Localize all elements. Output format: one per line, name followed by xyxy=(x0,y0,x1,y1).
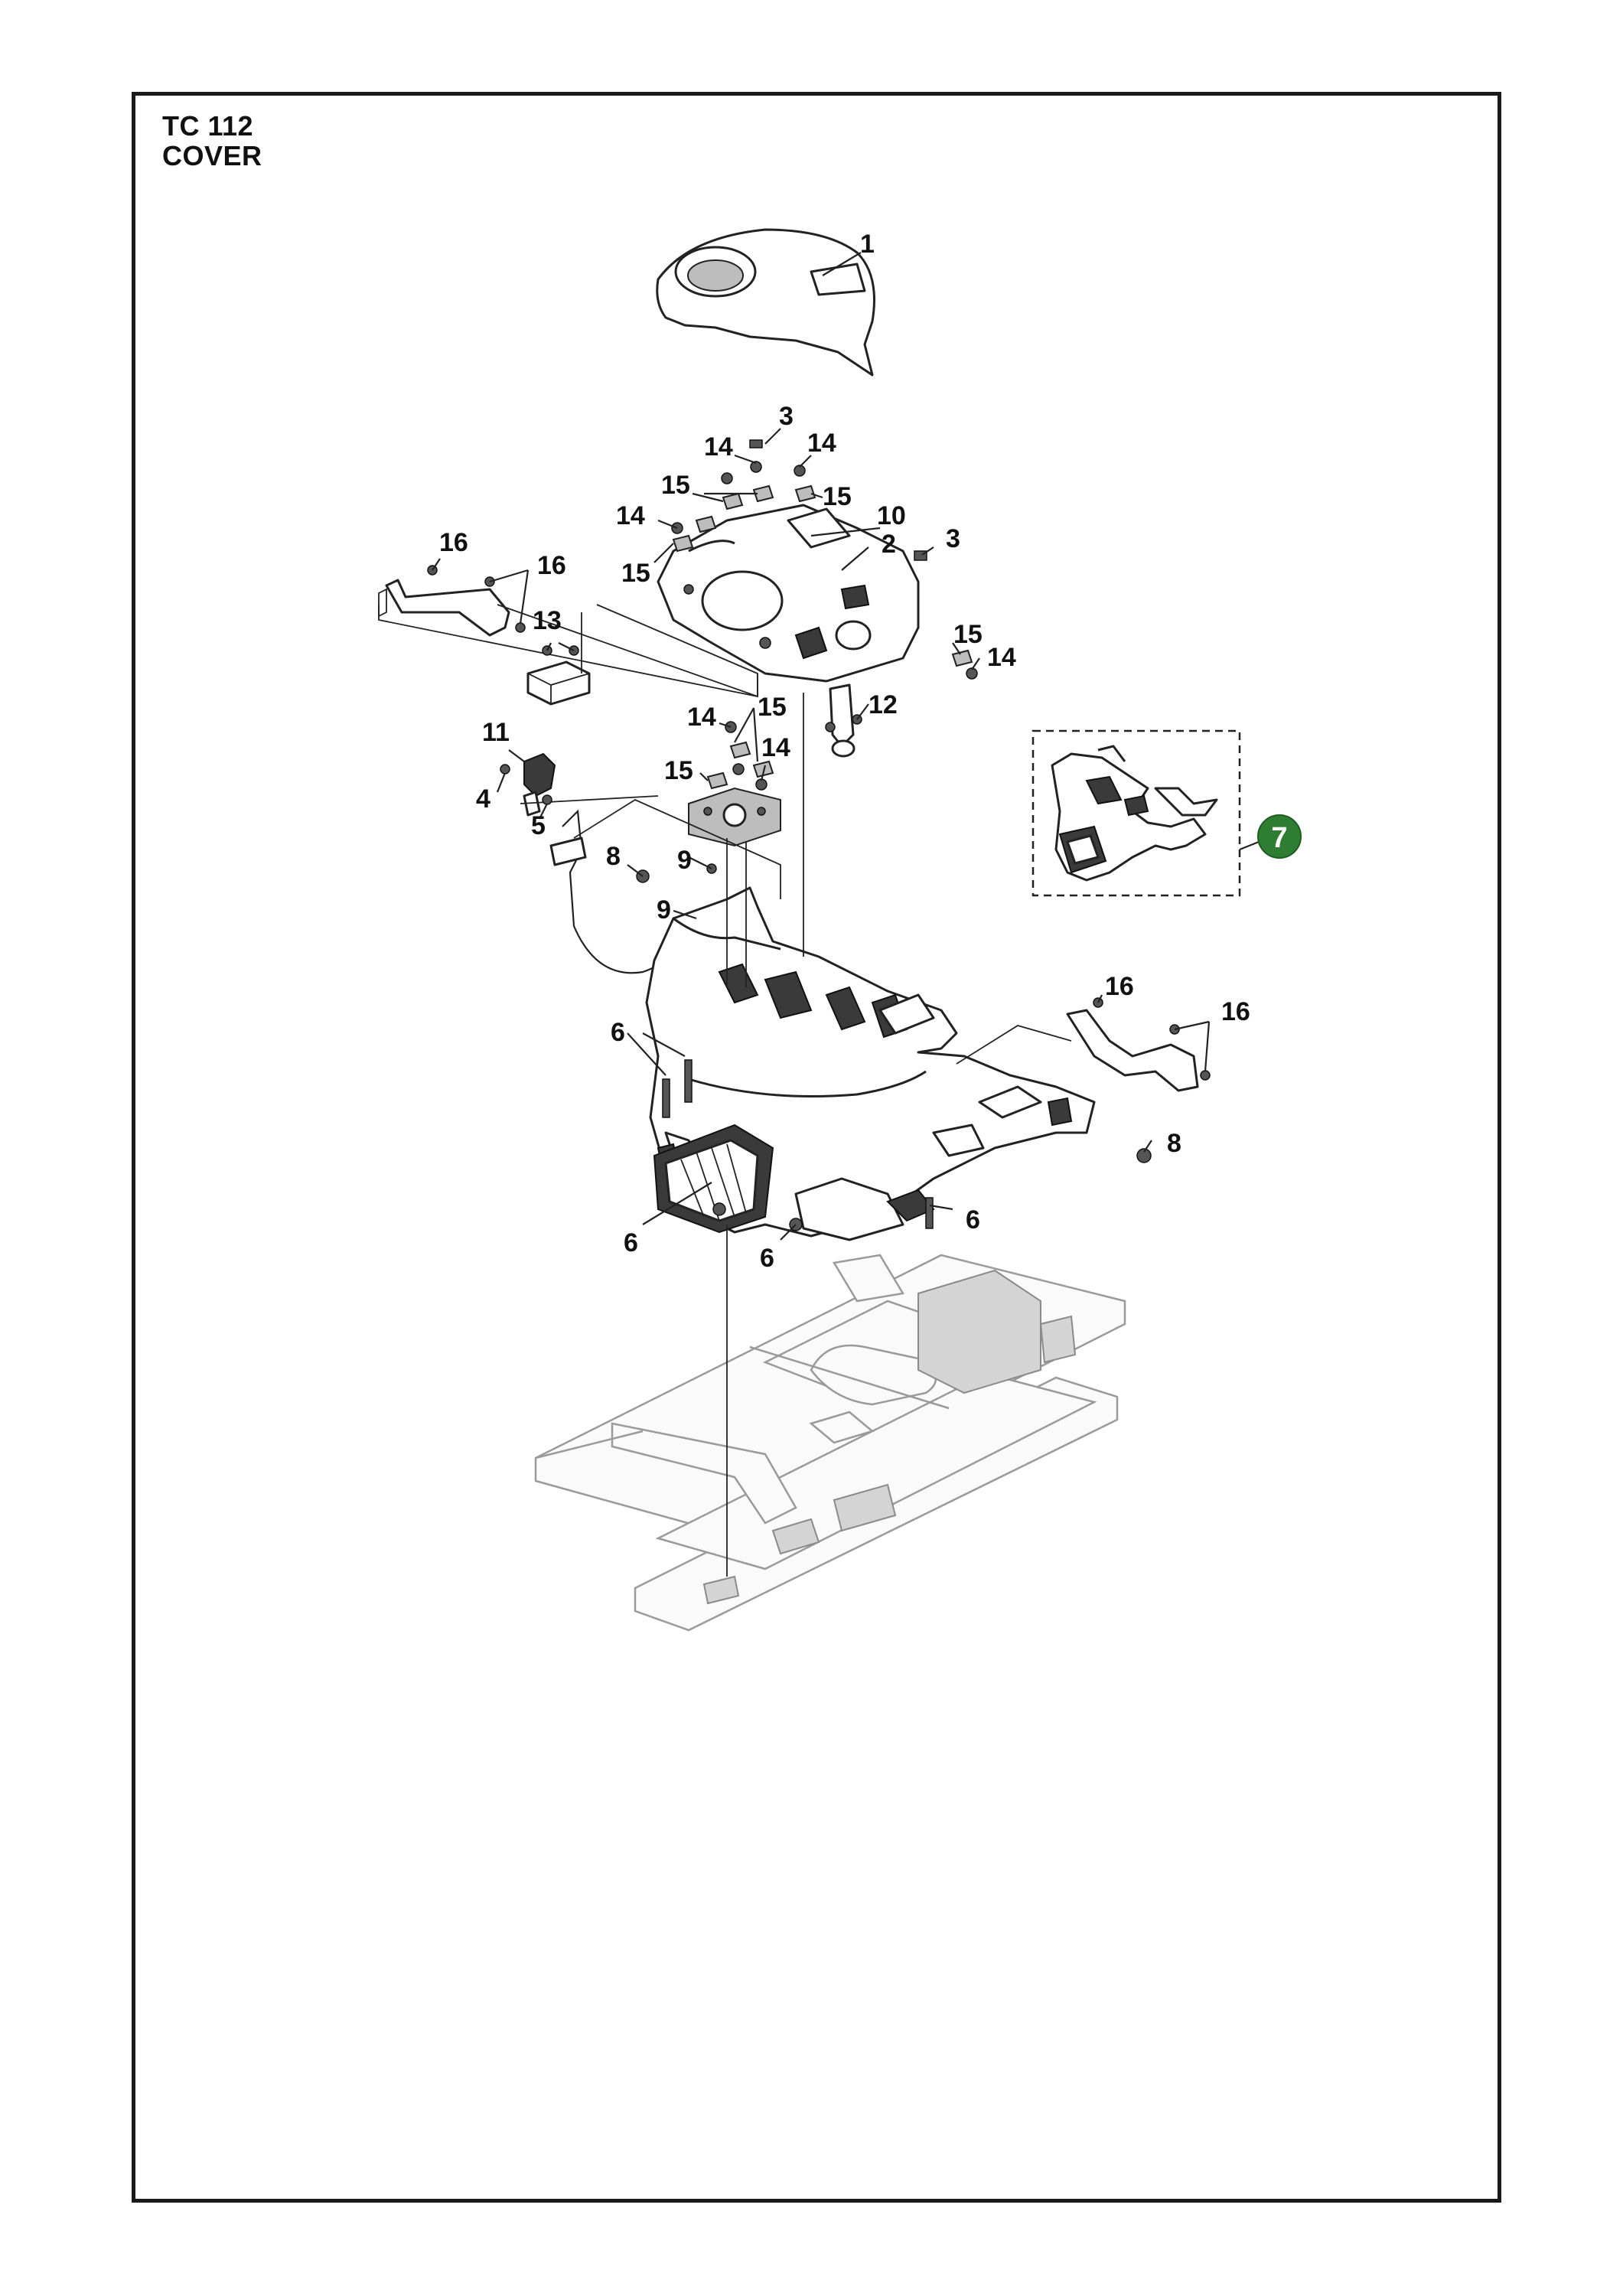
part-2-upper-console xyxy=(657,504,920,683)
part-7-lower-body xyxy=(645,886,1096,1241)
part-5-cable xyxy=(549,809,674,974)
callout-16: 16 xyxy=(439,528,468,557)
callout-15: 15 xyxy=(953,620,983,649)
assembly-7-badge-label: 7 xyxy=(1271,822,1287,854)
part-11-switch xyxy=(523,752,556,817)
callout-15: 15 xyxy=(664,756,693,785)
diagram-title-name: COVER xyxy=(162,140,262,171)
callout-16: 16 xyxy=(1221,997,1250,1026)
callout-13: 13 xyxy=(533,606,562,635)
part-16-trim-right xyxy=(1066,1009,1199,1092)
callout-8: 8 xyxy=(606,842,621,871)
part-1-top-cover xyxy=(656,228,875,377)
callout-9: 9 xyxy=(657,895,671,925)
drawing-border xyxy=(132,92,1501,2203)
callout-4: 4 xyxy=(476,784,490,814)
callout-15: 15 xyxy=(758,693,787,722)
part-13-module xyxy=(526,660,591,706)
callout-3: 3 xyxy=(946,524,960,553)
callout-10: 10 xyxy=(877,501,906,530)
callout-14: 14 xyxy=(761,733,790,762)
chassis-frame-ghost xyxy=(534,1254,1126,1632)
part-16-trim-left xyxy=(378,579,510,637)
callout-2: 2 xyxy=(882,530,896,559)
callout-12: 12 xyxy=(869,690,898,719)
diagram-title-code: TC 112 xyxy=(162,110,254,142)
callout-14: 14 xyxy=(807,429,836,458)
callout-14: 14 xyxy=(704,432,733,461)
callout-labels: 1 3 14 14 15 15 14 10 2 3 15 16 16 13 15… xyxy=(439,230,1250,1273)
part-hub-plate xyxy=(688,787,781,847)
callout-6: 6 xyxy=(611,1018,625,1047)
callout-1: 1 xyxy=(860,230,875,259)
callout-15: 15 xyxy=(661,471,690,500)
callout-14: 14 xyxy=(687,703,716,732)
assembly-inset-7: 7 xyxy=(1031,729,1302,897)
callout-14: 14 xyxy=(616,501,645,530)
part-12-bracket xyxy=(829,683,855,758)
callout-8: 8 xyxy=(1167,1129,1181,1158)
assembly-7-badge xyxy=(1257,814,1302,859)
callout-5: 5 xyxy=(531,811,546,840)
assembly-lines xyxy=(378,604,1072,1577)
callout-leaders xyxy=(432,428,1211,1241)
callout-6: 6 xyxy=(624,1228,638,1257)
callout-15: 15 xyxy=(823,482,852,511)
callout-15: 15 xyxy=(621,559,650,588)
callout-11: 11 xyxy=(482,718,510,747)
callout-3: 3 xyxy=(779,402,794,431)
callout-6: 6 xyxy=(966,1205,980,1234)
callout-16: 16 xyxy=(537,551,566,580)
callout-9: 9 xyxy=(677,846,692,875)
callout-6: 6 xyxy=(760,1244,774,1273)
callout-14: 14 xyxy=(987,643,1016,672)
callout-16: 16 xyxy=(1105,972,1134,1001)
